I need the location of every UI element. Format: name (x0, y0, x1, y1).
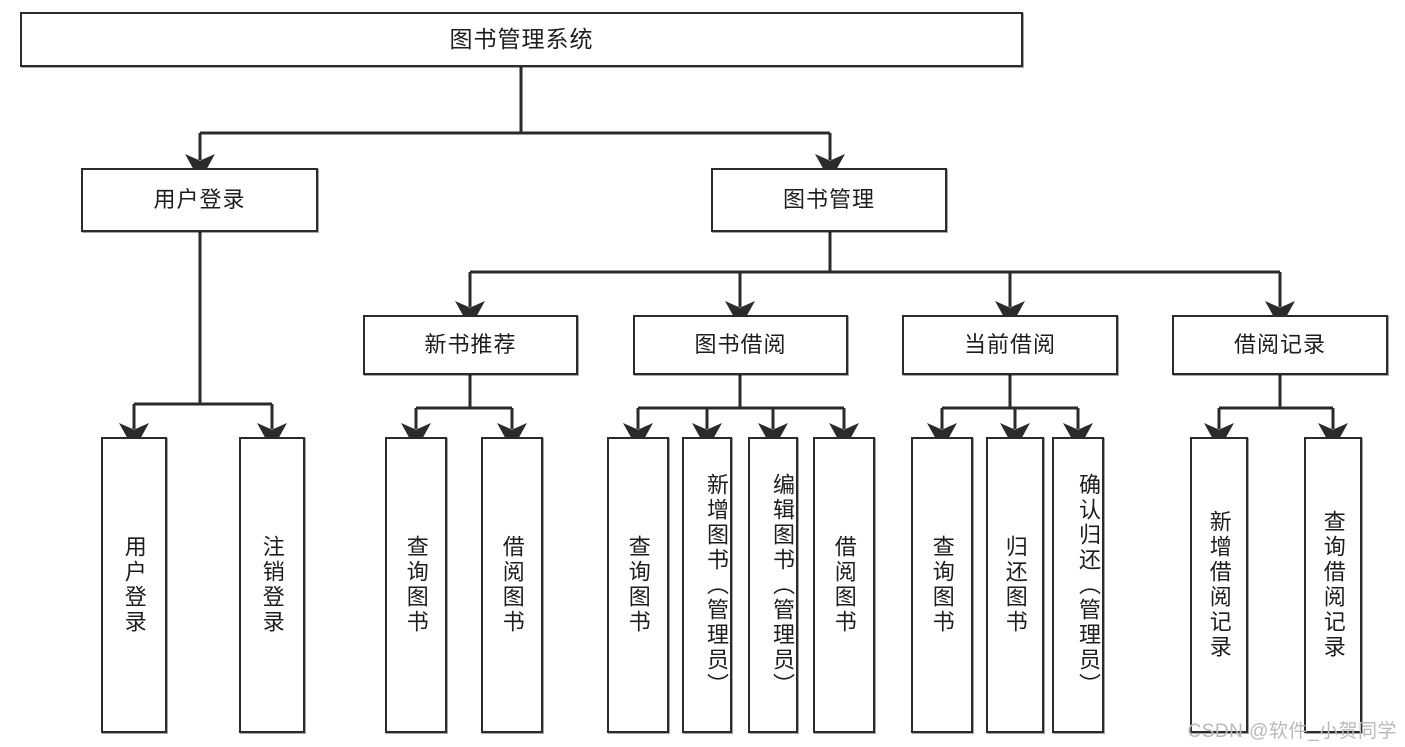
leaf-query-book-recommend[interactable]: 查询图书 (385, 437, 447, 733)
leaf-add-borrow-record[interactable]: 新增借阅记录 (1190, 437, 1248, 733)
leaf-query-borrow-record[interactable]: 查询借阅记录 (1304, 437, 1362, 733)
leaf-user-login[interactable]: 用户登录 (101, 437, 167, 733)
node-current-borrow[interactable]: 当前借阅 (902, 315, 1118, 375)
csdn-watermark: CSDN @软件_小贺同学 (1187, 721, 1397, 742)
node-root-system[interactable]: 图书管理系统 (20, 12, 1023, 67)
node-book-borrow[interactable]: 图书借阅 (633, 315, 848, 375)
node-new-book-recommend[interactable]: 新书推荐 (363, 315, 578, 375)
leaf-query-book-borrow[interactable]: 查询图书 (607, 437, 669, 733)
leaf-logout[interactable]: 注销登录 (239, 437, 305, 733)
leaf-edit-book-admin[interactable]: 编辑图书（管理员） (748, 437, 798, 733)
leaf-query-book-current[interactable]: 查询图书 (911, 437, 973, 733)
node-user-login[interactable]: 用户登录 (81, 168, 318, 232)
leaf-borrow-book[interactable]: 借阅图书 (813, 437, 875, 733)
leaf-return-book[interactable]: 归还图书 (986, 437, 1044, 733)
leaf-confirm-return-admin[interactable]: 确认归还（管理员） (1052, 437, 1104, 733)
leaf-borrow-book-recommend[interactable]: 借阅图书 (481, 437, 543, 733)
node-book-management[interactable]: 图书管理 (711, 168, 947, 232)
leaf-add-book-admin[interactable]: 新增图书（管理员） (682, 437, 732, 733)
node-borrow-record[interactable]: 借阅记录 (1172, 315, 1388, 375)
